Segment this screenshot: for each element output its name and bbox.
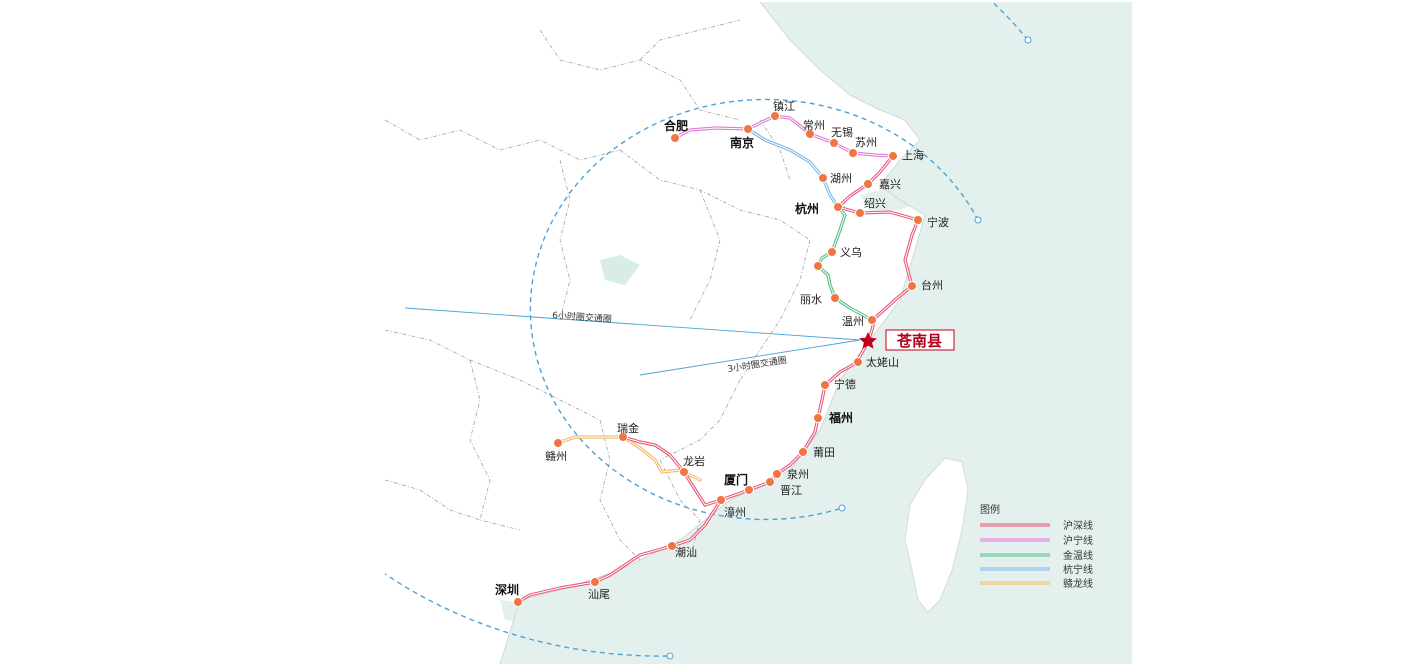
city-label-fuzhou: 福州 <box>828 410 853 425</box>
station-dot-icon <box>820 380 830 390</box>
city-label-ruijin: 瑞金 <box>617 421 639 435</box>
station-dot-icon <box>553 438 563 448</box>
taiwan-island <box>904 457 969 613</box>
city-label-putian: 莆田 <box>813 446 835 459</box>
city-label-chaoshan: 潮汕 <box>675 545 697 559</box>
station-dot-icon <box>853 357 863 367</box>
station-dot-icon <box>744 485 754 495</box>
city-label-wenzhou: 温州 <box>842 315 864 328</box>
city-label-ningbo: 宁波 <box>927 215 949 229</box>
station-dot-icon <box>805 129 815 139</box>
legend-label: 赣龙线 <box>1063 577 1093 590</box>
three-hour-ring <box>529 98 982 521</box>
legend-item-ganlong: 赣龙线 <box>980 577 1093 590</box>
city-label-jinjiang: 晋江 <box>780 484 802 497</box>
station-dot-icon <box>827 247 837 257</box>
shenzhen-coast <box>500 600 545 625</box>
station-dot-icon <box>679 467 689 477</box>
map-legend: 图例 沪深线 沪宁线 金温线 杭宁线 <box>980 503 1093 590</box>
station-dot-icon <box>855 208 865 218</box>
city-label-changzhou: 常州 <box>803 119 825 132</box>
city-label-zhenjiang: 镇江 <box>773 99 795 113</box>
six-hour-ring <box>385 2 1032 660</box>
city-label-huzhou: 湖州 <box>830 172 852 185</box>
city-label-ningde: 宁德 <box>834 377 856 391</box>
station-dot-icon <box>618 432 628 442</box>
station-dot-icon <box>813 261 823 271</box>
legend-item-jinwen: 金温线 <box>980 549 1093 562</box>
highlight-label: 苍南县 <box>896 332 942 350</box>
city-label-longyan: 龙岩 <box>683 454 705 468</box>
three-hour-radius-line <box>639 339 861 376</box>
city-label-taizhou: 台州 <box>921 278 943 292</box>
city-label-jiaxing: 嘉兴 <box>879 177 901 191</box>
station-dot-icon <box>907 281 917 291</box>
station-dot-icon <box>743 124 753 134</box>
station-dot-icon <box>867 315 877 325</box>
city-label-suzhou: 苏州 <box>855 136 877 149</box>
city-label-shanghai: 上海 <box>902 148 924 162</box>
city-label-nanjing: 南京 <box>730 135 754 150</box>
station-dot-icon <box>830 293 840 303</box>
station-dot-icon <box>888 151 898 161</box>
station-dot-icon <box>863 179 873 189</box>
city-label-hangzhou: 杭州 <box>795 201 819 216</box>
city-label-yiwu: 义乌 <box>840 245 862 259</box>
legend-title: 图例 <box>980 503 1000 516</box>
hangzhou-bay <box>860 185 925 210</box>
station-dot-icon <box>833 202 843 212</box>
station-dot-icon <box>670 133 680 143</box>
station-dot-icon <box>770 111 780 121</box>
city-label-lishui: 丽水 <box>800 293 822 306</box>
city-label-shenzhen: 深圳 <box>495 582 519 597</box>
city-label-xiamen: 厦门 <box>724 472 748 487</box>
city-label-tailaoshan: 太姥山 <box>866 355 899 369</box>
legend-label: 沪深线 <box>1063 519 1093 532</box>
station-dot-icon <box>848 148 858 158</box>
legend-item-huning: 沪宁线 <box>980 534 1093 547</box>
lake <box>600 255 640 285</box>
legend-label: 沪宁线 <box>1063 534 1093 547</box>
city-label-hefei: 合肥 <box>664 118 688 133</box>
station-dot-icon <box>829 138 839 148</box>
station-dot-icon <box>798 447 808 457</box>
station-dot-icon <box>716 495 726 505</box>
legend-label: 杭宁线 <box>1063 563 1093 576</box>
city-label-shaoxing: 绍兴 <box>864 196 886 210</box>
city-label-zhangzhou: 漳州 <box>724 505 746 519</box>
station-dot-icon <box>813 413 823 423</box>
station-dot-icon <box>765 477 775 487</box>
city-label-quanzhou: 泉州 <box>787 467 809 481</box>
city-label-shanwei: 汕尾 <box>588 588 610 601</box>
legend-item-hangning: 杭宁线 <box>980 563 1093 576</box>
station-dot-icon <box>913 215 923 225</box>
legend-label: 金温线 <box>1063 549 1093 562</box>
sea-area <box>500 2 1132 664</box>
star-icon <box>859 332 877 349</box>
highlight-box <box>885 329 955 351</box>
station-dot-icon <box>818 173 828 183</box>
station-dot-icon <box>590 577 600 587</box>
city-label-wuxi: 无锡 <box>831 125 853 139</box>
station-dot-icon <box>772 469 782 479</box>
province-boundaries <box>385 19 811 561</box>
station-dot-icon <box>667 541 677 551</box>
six-hour-radius-line <box>404 307 861 341</box>
station-dots <box>513 111 923 607</box>
city-label-ganzhou: 赣州 <box>545 449 567 463</box>
station-dot-icon <box>513 597 523 607</box>
legend-item-hushen: 沪深线 <box>980 519 1093 532</box>
